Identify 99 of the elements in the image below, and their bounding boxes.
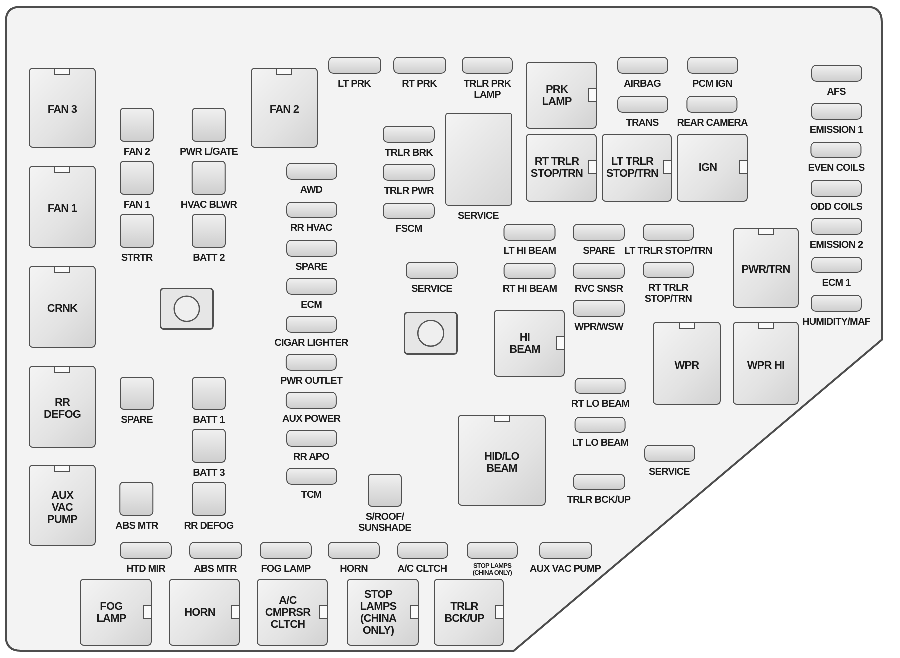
fuse-label: SERVICE xyxy=(649,467,690,478)
relay-label: AUX VAC PUMP xyxy=(46,490,79,526)
relay xyxy=(29,366,96,448)
fuse-label: PWR OUTLET xyxy=(280,376,343,387)
relay-label: FAN 1 xyxy=(48,203,78,215)
relay xyxy=(494,310,565,377)
fuse-label: ODD COILS xyxy=(810,202,862,213)
relay xyxy=(733,322,799,405)
relay-label: RR DEFOG xyxy=(42,397,82,421)
relay xyxy=(169,579,240,646)
fuse-label: AUX POWER xyxy=(282,414,341,425)
fuse-label: RT TRLR STOP/TRN xyxy=(644,283,694,305)
relay-label: FAN 2 xyxy=(270,104,300,116)
terminal-stud xyxy=(404,312,458,355)
fuse-label: TRLR PWR xyxy=(384,186,434,197)
fuse-label: PWR L/GATE xyxy=(180,147,238,158)
fuse-label: FSCM xyxy=(396,224,422,235)
relay-label: HID/LO BEAM xyxy=(484,450,520,474)
fuse-label: ABS MTR xyxy=(194,564,237,575)
relay xyxy=(434,579,504,646)
fuse-label: AUX VAC PUMP xyxy=(530,564,602,575)
fuse-label: S/ROOF/ SUNSHADE xyxy=(358,512,412,534)
fuse-label: TCM xyxy=(301,490,322,501)
fuse-label: TRLR PRK LAMP xyxy=(462,79,512,101)
relay-label: WPR HI xyxy=(747,360,785,372)
relay xyxy=(29,266,96,348)
fuse-label: AWD xyxy=(300,185,323,196)
fuse-label: LT PRK xyxy=(338,79,371,90)
fuse-label: TRLR BRK xyxy=(385,148,433,159)
fuse-label: SPARE xyxy=(121,415,153,426)
relay xyxy=(733,228,799,308)
fuse-label: A/C CLTCH xyxy=(398,564,448,575)
relay xyxy=(29,166,96,248)
fuse-label: AFS xyxy=(827,87,846,98)
fuse-label: EMISSION 2 xyxy=(810,240,864,251)
fuse-label: RR DEFOG xyxy=(184,521,234,532)
fuse-label: REAR CAMERA xyxy=(677,118,748,129)
fuse-label: RR HVAC xyxy=(290,223,332,234)
relay-label: HI BEAM xyxy=(508,332,542,356)
fuse-label: RT LO BEAM xyxy=(571,399,630,410)
fuse-label: EMISSION 1 xyxy=(810,125,864,136)
fuse-label: SPARE xyxy=(583,246,615,257)
relay xyxy=(29,465,96,546)
fuse-label: RT HI BEAM xyxy=(502,284,558,295)
fuse-label: RR APO xyxy=(293,452,330,463)
relay-label: PRK LAMP xyxy=(541,84,573,108)
relay-label: CRNK xyxy=(47,303,78,315)
fuse-label: SPARE xyxy=(296,262,328,273)
fuse-label: HVAC BLWR xyxy=(180,200,238,211)
relay-label: PWR/TRN xyxy=(742,264,790,276)
fuse-label: CIGAR LIGHTER xyxy=(274,338,348,349)
fuse-label: ECM xyxy=(300,300,322,311)
fuse-label: FOG LAMP xyxy=(261,564,311,575)
relay xyxy=(251,68,318,148)
fuse-label: BATT 1 xyxy=(193,415,225,426)
fuse-label: PCM IGN xyxy=(692,79,732,90)
relay-label: RT TRLR STOP/TRN xyxy=(530,156,584,180)
relay-label: FAN 3 xyxy=(48,104,78,116)
fuse-label: FAN 2 xyxy=(124,147,150,158)
fuse-label: RVC SNSR xyxy=(574,284,624,295)
relay xyxy=(526,134,597,202)
relay xyxy=(257,579,328,646)
terminal-stud xyxy=(160,288,214,330)
fuse-label: SERVICE xyxy=(458,211,499,222)
fuse-label: EVEN COILS xyxy=(808,163,865,174)
relay xyxy=(653,322,721,405)
relay-label: WPR xyxy=(674,360,700,372)
relay xyxy=(80,579,152,646)
relay-label: FOG LAMP xyxy=(96,600,128,624)
fuse-label: AIRBAG xyxy=(624,79,662,90)
relay xyxy=(677,134,748,202)
fuse-label: LT HI BEAM xyxy=(504,246,556,257)
fuse-label: RT PRK xyxy=(402,79,437,90)
fuse-label: BATT 3 xyxy=(193,468,225,479)
fuse-label: BATT 2 xyxy=(193,253,225,264)
fuse-label: LT LO BEAM xyxy=(572,438,629,449)
fuse-label: STRTR xyxy=(121,253,153,264)
fuse-label: TRANS xyxy=(626,118,659,129)
fuse-label: FAN 1 xyxy=(124,200,150,211)
fuse-label: WPR/WSW xyxy=(574,322,624,333)
relay xyxy=(526,62,597,129)
relay-label: STOP LAMPS (CHINA ONLY) xyxy=(359,588,398,636)
fuse-label: LT TRLR STOP/TRN xyxy=(624,246,712,257)
fuse-label: SERVICE xyxy=(412,284,452,295)
relay xyxy=(458,415,546,506)
fuse-label: ABS MTR xyxy=(116,521,158,532)
relay-label: TRLR BCK/UP xyxy=(444,600,486,624)
fuse-label: TRLR BCK/UP xyxy=(567,495,631,506)
relay-label: LT TRLR STOP/TRN xyxy=(605,156,660,180)
relay xyxy=(347,579,419,646)
relay xyxy=(29,68,96,148)
fuse-label: HTD MIR xyxy=(126,564,166,575)
relay xyxy=(602,134,672,202)
relay-label: HORN xyxy=(184,606,216,618)
relay-label: IGN xyxy=(698,162,718,174)
fuse-label: ECM 1 xyxy=(822,278,851,289)
fuse-label: HUMIDITY/MAF xyxy=(802,317,870,328)
fuse-label: HORN xyxy=(340,564,368,575)
relay-label: A/C CMPRSR CLTCH xyxy=(264,594,312,630)
